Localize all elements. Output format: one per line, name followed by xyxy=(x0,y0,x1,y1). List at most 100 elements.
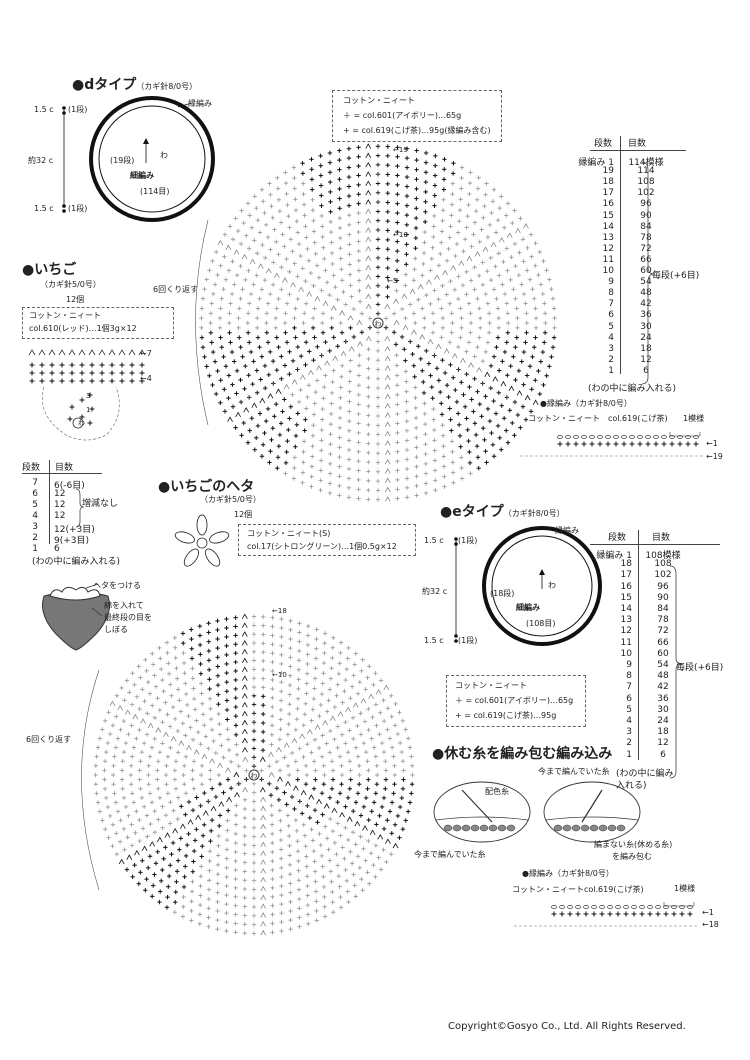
d-repeat-label: 6回くり返す xyxy=(153,285,199,294)
strawberry.table-row-label: 3 xyxy=(32,522,38,532)
e-bottom-row-note: (1段) xyxy=(458,636,478,645)
e_table-row-label: 16 xyxy=(620,581,632,592)
d_table-row-stitches: 54 xyxy=(640,277,652,288)
d_table-row-stitches: 48 xyxy=(640,288,652,299)
d_table-row-label: 2 xyxy=(608,354,614,365)
d_table-row-label: 5 xyxy=(608,321,614,332)
e_table-row-label: 14 xyxy=(620,604,632,614)
strawberry.table-row-label: 5 xyxy=(32,500,38,510)
d-edging-title: ●縁編み（カギ針8/0号） xyxy=(540,399,632,408)
strawberry.table-row-stitches: 12 xyxy=(54,500,66,510)
d-top-row-size: 1.5 c xyxy=(34,105,54,114)
d_table-row-stitches: 24 xyxy=(640,332,652,343)
e-stitches-label: (108目) xyxy=(526,619,556,628)
edging-stitches xyxy=(520,432,705,457)
calyx-chart xyxy=(174,514,230,567)
e_table-row-stitches: 12 xyxy=(657,738,669,749)
e_table-row-label: 3 xyxy=(626,727,632,738)
e-table-ring-note-2: 入れる) xyxy=(616,781,647,791)
d_table-row-stitches: 6 xyxy=(643,365,649,376)
e_table-row-stitches: 54 xyxy=(657,660,669,670)
e_table-row-stitches: 48 xyxy=(657,671,669,682)
e_table-row-label: 10 xyxy=(620,648,632,659)
d_table-row-stitches: 42 xyxy=(640,299,652,310)
e_table-row-label: 6 xyxy=(626,693,632,704)
calyx-yarn-title: コットン・ニィート(S) xyxy=(247,529,331,538)
strawberry.table-row-stitches: 6 xyxy=(54,544,60,554)
d-table-increase-note: 毎段(+6目) xyxy=(652,271,700,281)
d_table-row-stitches: 12 xyxy=(640,354,652,365)
d-edging-marker-19: ←19 xyxy=(706,452,723,461)
calyx-yarn-line: col.17(シトロングリーン)…1個0.5g×12 xyxy=(247,542,397,551)
d_table-row-stitches: 114 xyxy=(637,166,655,177)
e-table-header-rows: 段数 xyxy=(608,533,627,543)
d-table-ring-note: (わの中に編み入れる) xyxy=(588,384,677,394)
strawberry.table-row-label: 6 xyxy=(32,489,38,499)
strawberry-hook: （カギ針5/0号） xyxy=(40,280,101,289)
e-edging-yarn: コットン・ニィートcol.619(こげ茶) xyxy=(512,885,644,894)
d-yarn-ivory: ＋ = col.601(アイボリー)…65g xyxy=(343,111,462,120)
e-row-marker-10: ←10 xyxy=(272,671,287,679)
e-yarn-title: コットン・ニィート xyxy=(455,681,527,690)
strawberry-table-ring-note: (わの中に編み入れる) xyxy=(32,557,121,567)
d-row-marker-5: ←5 xyxy=(387,277,398,285)
e_table-row-label: 8 xyxy=(626,671,632,682)
strawberry.table-row-stitches: 12 xyxy=(54,511,66,521)
strawberry-inner-3: 3 xyxy=(86,392,91,400)
e-edge-label: 縁編み xyxy=(555,526,579,535)
e_table-row-stitches: 24 xyxy=(657,716,669,726)
e_table-row-stitches: 72 xyxy=(657,626,669,637)
e_table-row-stitches: 30 xyxy=(657,704,669,715)
d-diameter: 約32 c xyxy=(28,156,54,165)
strawberry.table-row-stitches: 9(+3目) xyxy=(54,536,90,546)
strawberry.table-row-stitches: 6(-6目) xyxy=(54,481,85,491)
e-edging-marker-1: ←1 xyxy=(702,908,714,917)
calyx-hook: （カギ針5/0号） xyxy=(200,495,261,504)
e-center-mark: わ xyxy=(548,581,556,590)
tapestry-figures xyxy=(433,781,641,843)
e-table-increase-note: 毎段(+6目) xyxy=(676,663,724,673)
copyright: Copyright©Gosyo Co., Ltd. All Rights Res… xyxy=(448,1021,686,1032)
d-type-hook: （カギ針8/0号） xyxy=(136,82,198,91)
d_table-row-stitches: 78 xyxy=(640,232,652,243)
strawberry-stuff-2: 最終段の目を xyxy=(104,613,152,622)
tapestry-carry-1: 編まない糸(休める糸) xyxy=(594,840,673,849)
d-row-marker-19: ←19 xyxy=(393,146,408,154)
d_table-row-stitches: 96 xyxy=(640,199,652,210)
e_table-row-stitches: 78 xyxy=(657,615,669,626)
strawberry.table-row-stitches: 12 xyxy=(54,489,66,499)
strawberry-table-header-stitches: 目数 xyxy=(55,463,74,473)
d_table-row-label: 18 xyxy=(602,177,614,188)
d_table-row-label: 10 xyxy=(602,266,614,276)
d-row-marker-10: ←10 xyxy=(393,231,408,239)
d-type-title: ●dタイプ（カギ針8/0号） xyxy=(72,77,198,93)
strawberry-inner-1: 1 xyxy=(86,406,91,414)
tapestry-carry-2: を編み包む xyxy=(612,852,652,861)
e_table-row-stitches: 18 xyxy=(657,727,669,738)
e-row-marker-18: ←18 xyxy=(272,607,287,615)
e_table-row-stitches: 102 xyxy=(654,570,672,581)
e_table-row-label: 7 xyxy=(626,682,632,693)
e-crochet-diagram: わ xyxy=(81,613,415,936)
strawberry-count: 12個 xyxy=(66,295,85,304)
strawberry-marker-7: ←7 xyxy=(140,349,152,358)
d-edge-label: 縁編み xyxy=(188,99,212,108)
strawberry-attach-calyx: ヘタをつける xyxy=(93,581,141,590)
e_table-row-stitches: 96 xyxy=(657,581,669,592)
d-type-ring-schematic xyxy=(62,96,215,222)
strawberry-center-mark: わ xyxy=(78,419,85,427)
e-yarn-box: コットン・ニィート ＋ = col.601(アイボリー)…65g + = col… xyxy=(446,675,586,727)
e_table-row-label: 2 xyxy=(626,738,632,749)
d_table-row-stitches: 102 xyxy=(637,188,655,199)
d_table-row-label: 15 xyxy=(602,210,614,221)
e-edging-title: ●縁編み（カギ針8/0号） xyxy=(522,869,614,878)
d_table-row-label: 3 xyxy=(608,343,614,354)
d_table-row-stitches: 84 xyxy=(640,221,652,232)
d-table-header-stitches: 目数 xyxy=(628,139,647,149)
d-rows-label: (19段) xyxy=(110,156,135,165)
d_table-row-label: 19 xyxy=(602,166,614,177)
d_table-row-label: 11 xyxy=(602,254,614,265)
d_table-row-stitches: 90 xyxy=(640,210,652,221)
e-table-header-stitches: 目数 xyxy=(652,533,671,543)
strawberry.table-row-label: 4 xyxy=(32,511,38,521)
